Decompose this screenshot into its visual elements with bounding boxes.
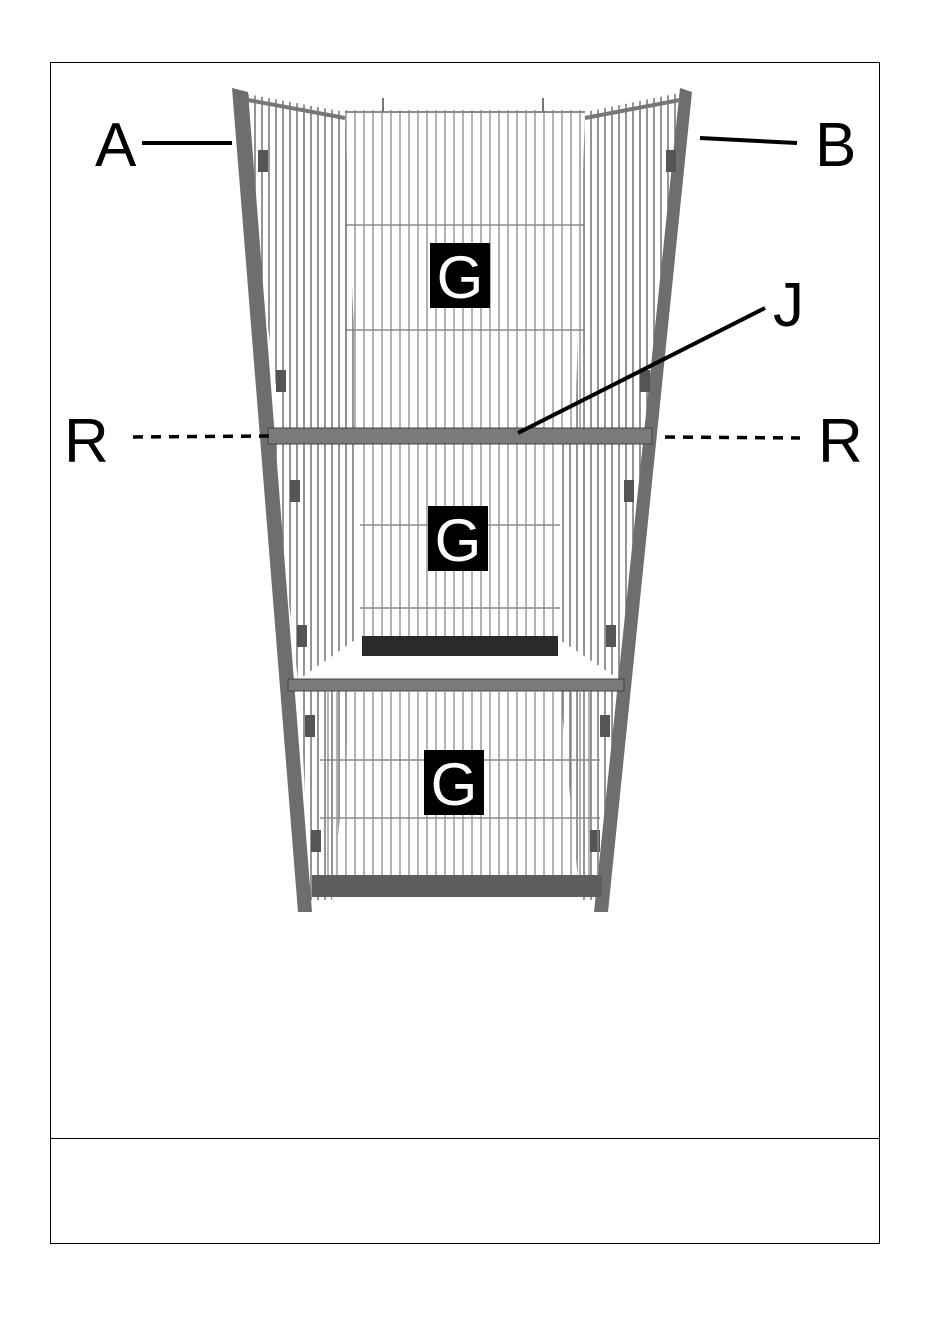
callout-r-left: R xyxy=(64,407,109,476)
panel-tag-g-top-label: G xyxy=(437,244,484,311)
panel-tag-g-top: G xyxy=(430,243,490,311)
panel-tag-g-bottom: G xyxy=(424,750,484,818)
callout-b: B xyxy=(815,111,856,180)
callout-line-r-left xyxy=(133,436,270,437)
rail-r xyxy=(268,428,652,444)
callout-line-b xyxy=(700,138,797,143)
panel-tag-g-middle: G xyxy=(428,506,488,574)
callout-line-r-right xyxy=(665,437,800,438)
panel-tag-g-bottom-label: G xyxy=(431,751,478,818)
callout-j: J xyxy=(773,271,804,340)
callout-r-right: R xyxy=(818,407,863,476)
panel-tag-g-middle-label: G xyxy=(435,507,482,574)
lower-rail xyxy=(288,679,624,691)
callout-a: A xyxy=(95,111,137,180)
